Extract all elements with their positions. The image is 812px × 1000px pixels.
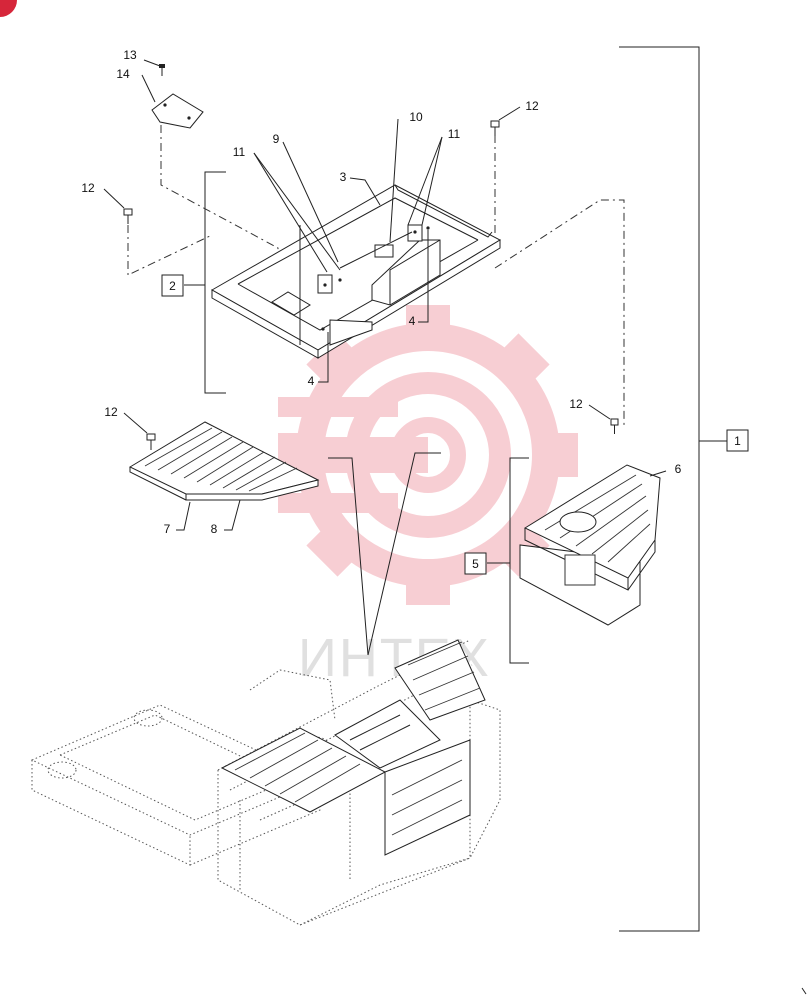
bolt-12-top-right-icon — [490, 120, 500, 136]
callout-11-right: 11 — [448, 127, 461, 141]
callout-4-upper: 4 — [409, 314, 416, 328]
bolt-12-right-icon — [610, 418, 619, 434]
callout-12-right: 12 — [569, 397, 583, 411]
boxed-label-1: 1 — [726, 429, 749, 452]
watermark-gear-icon — [278, 305, 578, 605]
callout-9: 9 — [273, 132, 280, 146]
callout-3: 3 — [340, 170, 347, 184]
callout-12-grate: 12 — [104, 405, 118, 419]
callout-leaders — [103, 59, 667, 531]
step-grate-part-7-8 — [128, 421, 320, 501]
screw-part-13-icon — [159, 64, 165, 76]
callout-4-lower: 4 — [308, 374, 315, 388]
callout-12-left: 12 — [81, 181, 95, 195]
callout-11-left: 11 — [233, 145, 246, 159]
callout-13: 13 — [123, 48, 137, 62]
cover-plate-part-14 — [151, 93, 204, 129]
boxed-label-5: 5 — [464, 552, 487, 575]
callout-6: 6 — [675, 462, 682, 476]
callout-12-top-right: 12 — [525, 99, 539, 113]
callout-10: 10 — [409, 110, 423, 124]
bolt-12-grate-icon — [146, 433, 156, 450]
callout-7: 7 — [164, 522, 171, 536]
machine-installed-parts — [220, 639, 486, 856]
corner-badge-icon — [0, 0, 17, 17]
boxed-label-1-text: 1 — [734, 434, 741, 448]
corner-mark — [801, 987, 807, 995]
callout-14: 14 — [116, 67, 130, 81]
assembly-bracket-5 — [487, 457, 529, 664]
assembly-bracket-2 — [184, 171, 226, 394]
callout-8: 8 — [211, 522, 218, 536]
installation-leaders — [328, 452, 441, 656]
boxed-label-2: 2 — [161, 274, 184, 297]
bolt-12-left-icon — [123, 208, 133, 224]
battery-tray-part-3 — [210, 184, 502, 359]
assembly-bracket-1 — [619, 46, 727, 932]
boxed-label-2-text: 2 — [169, 279, 176, 293]
storage-box-part-5-6 — [519, 464, 661, 626]
boxed-label-5-text: 5 — [472, 557, 479, 571]
